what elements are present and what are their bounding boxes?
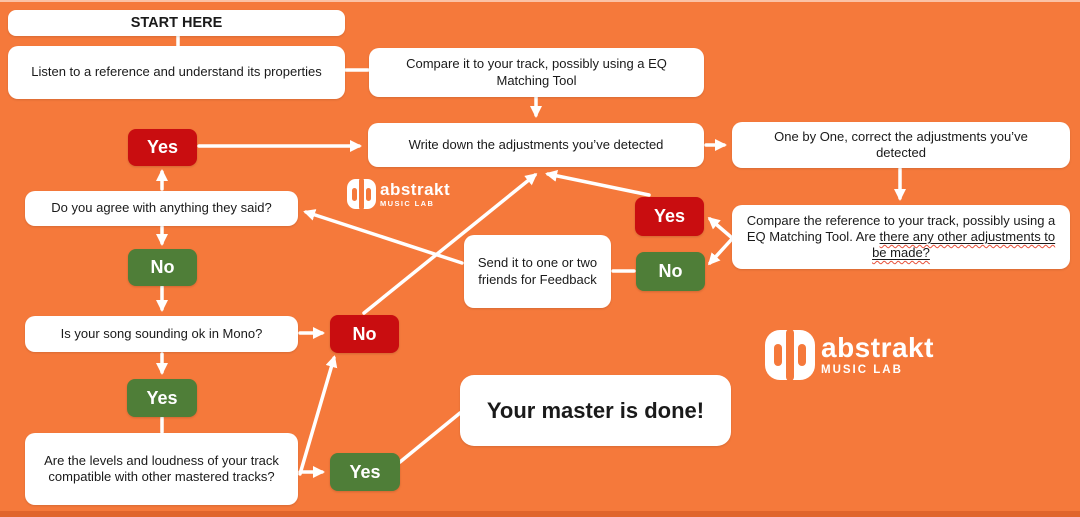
step-levels-box: Are the levels and loudness of your trac… <box>25 433 298 505</box>
chip-levels-yes: Yes <box>330 453 400 491</box>
chip-agree-yes: Yes <box>128 129 197 166</box>
step-compare-reference-label: Compare the reference to your track, pos… <box>745 213 1057 262</box>
logo-name: abstrakt <box>821 331 934 363</box>
logo-subtitle: MUSIC LAB <box>821 363 903 376</box>
master-done-box: Your master is done! <box>460 375 731 446</box>
step-compare-reference-box: Compare the reference to your track, pos… <box>732 205 1070 269</box>
abstrakt-logo-text: abstrakt MUSIC LAB <box>821 331 934 377</box>
chip-agree-no: No <box>128 249 197 286</box>
abstrakt-logo-text: abstrakt MUSIC LAB <box>380 181 450 208</box>
abstrakt-logo-large: abstrakt MUSIC LAB <box>765 329 934 381</box>
step-listen-label: Listen to a reference and understand its… <box>31 64 322 80</box>
step-do-you-agree-label: Do you agree with anything they said? <box>51 200 272 216</box>
compare-reference-underlined-text: there any other adjustments to be made? <box>872 228 1056 261</box>
chip-adjustments-yes: Yes <box>635 197 704 236</box>
abstrakt-soundbars-icon <box>347 178 376 210</box>
step-write-down-box: Write down the adjustments you’ve detect… <box>368 123 704 167</box>
step-compare-track-box: Compare it to your track, possibly using… <box>369 48 704 97</box>
chip-levels-yes-label: Yes <box>349 461 381 482</box>
abstrakt-logo-small: abstrakt MUSIC LAB <box>347 178 450 210</box>
bottom-edge-strip <box>0 511 1080 517</box>
chip-mono-no: No <box>330 315 399 353</box>
step-mono-box: Is your song sounding ok in Mono? <box>25 316 298 352</box>
connector-compareref-no <box>707 238 733 266</box>
chip-adjustments-no-label: No <box>658 261 683 281</box>
step-write-down-label: Write down the adjustments you’ve detect… <box>408 136 664 152</box>
chip-mono-yes-label: Yes <box>146 387 178 408</box>
abstrakt-soundbars-icon <box>765 329 815 381</box>
step-send-friends-box: Send it to one or two friends for Feedba… <box>464 235 611 308</box>
step-levels-label: Are the levels and loudness of your trac… <box>44 452 279 484</box>
chip-agree-no-label: No <box>150 257 175 277</box>
step-one-by-one-label: One by One, correct the adjustments you’… <box>774 128 1028 160</box>
master-done-label: Your master is done! <box>486 397 705 423</box>
start-here-box: START HERE <box>8 10 345 36</box>
chip-mono-yes: Yes <box>127 379 197 417</box>
chip-agree-yes-label: Yes <box>146 137 179 157</box>
step-do-you-agree-box: Do you agree with anything they said? <box>25 191 298 226</box>
chip-mono-no-label: No <box>352 323 377 344</box>
connector-yes-done <box>398 411 462 464</box>
connector-no-writedown <box>362 173 538 315</box>
connector-loopyes-writedown <box>545 169 651 197</box>
connector-sendfriends-agree <box>303 209 464 265</box>
step-send-friends-label: Send it to one or two friends for Feedba… <box>477 255 598 287</box>
step-listen-box: Listen to a reference and understand its… <box>8 46 345 99</box>
connector-compareref-yes <box>707 217 733 239</box>
start-here-label: START HERE <box>130 14 223 31</box>
logo-name: abstrakt <box>380 179 451 199</box>
step-compare-track-label: Compare it to your track, possibly using… <box>406 56 667 88</box>
compare-reference-text: Compare the reference to your track, pos… <box>746 212 1056 244</box>
chip-adjustments-no: No <box>636 252 705 291</box>
step-mono-label: Is your song sounding ok in Mono? <box>60 325 263 341</box>
connector-levels-no <box>298 355 338 476</box>
step-one-by-one-box: One by One, correct the adjustments you’… <box>732 122 1070 168</box>
logo-subtitle: MUSIC LAB <box>380 198 435 208</box>
chip-adjustments-yes-label: Yes <box>653 206 686 226</box>
